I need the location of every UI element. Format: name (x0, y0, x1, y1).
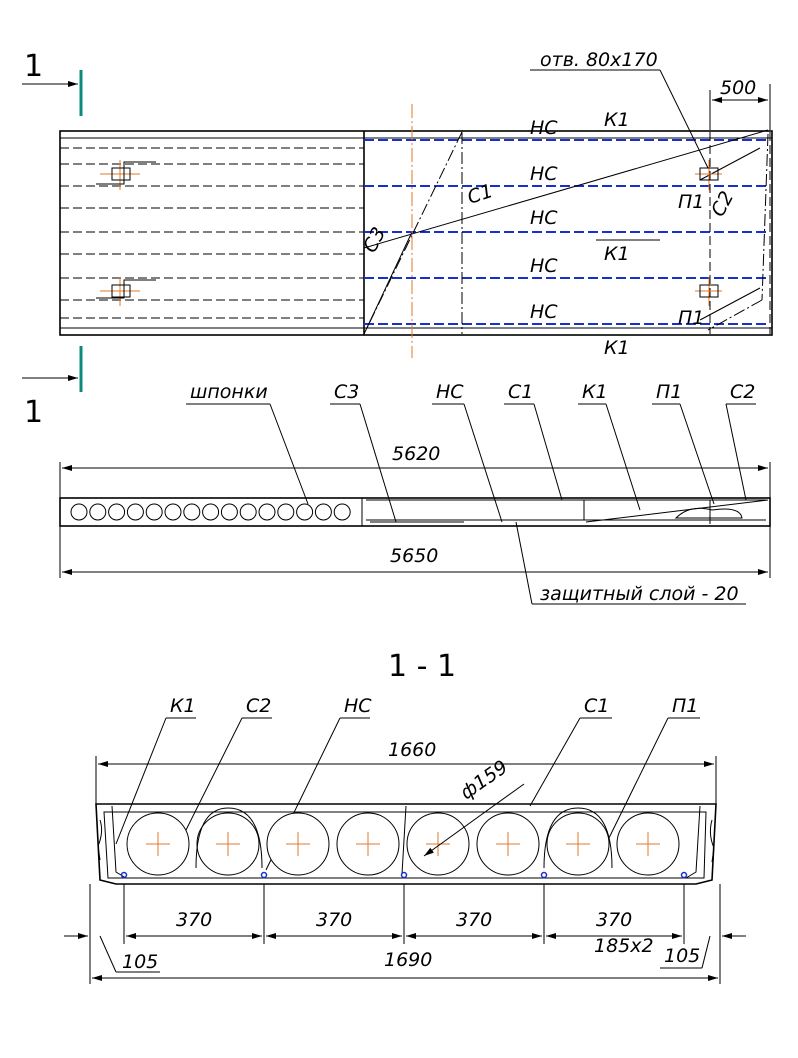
label-p1-2: П1 (678, 307, 704, 329)
spacing-2: 370 (316, 909, 352, 931)
callout-k1: К1 (582, 381, 608, 403)
section-hollow-8 (616, 812, 680, 876)
elevation-key-8 (202, 503, 220, 521)
section-mark-bottom: 1 (24, 395, 43, 430)
plan-lifting-loop-upper (96, 160, 156, 190)
plan-opening-lower (695, 277, 722, 306)
callout-nc: НС (436, 381, 464, 403)
elevation-keys (70, 503, 351, 521)
section-callout-c2: С2 (246, 695, 271, 717)
bar-nc-1 (120, 871, 128, 879)
section-hollows (126, 812, 680, 876)
elevation-key-14 (314, 503, 332, 521)
section-callout-k1: К1 (170, 695, 196, 717)
dim-5650-value: 5650 (390, 545, 438, 567)
section-mark-top: 1 (24, 49, 43, 84)
label-nc-2: НС (530, 163, 558, 185)
dim-500: 500 (709, 77, 771, 130)
spacing-4: 370 (596, 909, 632, 931)
plan-lifting-loop-lower (96, 277, 156, 306)
elevation-key-11 (258, 503, 276, 521)
dim-1690-value: 1690 (384, 949, 432, 971)
label-nc-1: НС (530, 117, 558, 139)
spacing-note: 185х2 (594, 935, 654, 957)
section-hollow-6 (476, 812, 540, 876)
edge-right: 105 (664, 945, 700, 967)
bar-nc-5 (680, 871, 688, 879)
dim-500-value: 500 (720, 77, 756, 99)
dim-1660: 1660 (95, 739, 717, 804)
callout-c1: С1 (508, 381, 533, 403)
section-hollow-4 (336, 812, 400, 876)
plan-bars-nc (364, 139, 770, 325)
slab-section-outline (95, 803, 717, 885)
dim-spacings: 370 370 370 370 (123, 884, 685, 944)
section-callout-nc: НС (344, 695, 372, 717)
bar-nc-4 (540, 871, 548, 879)
spacing-3: 370 (456, 909, 492, 931)
section-hollow-3 (266, 812, 330, 876)
section-hollow-5 (406, 812, 470, 876)
section-title: 1 - 1 (388, 649, 456, 684)
elevation-key-12 (277, 503, 295, 521)
callout-c2: С2 (730, 381, 755, 403)
label-k1-1: К1 (604, 109, 630, 131)
elevation-key-2 (89, 503, 107, 521)
dim-5650: 5650 (59, 526, 771, 578)
dim-5620-value: 5620 (392, 443, 440, 465)
section-callout-c1: С1 (584, 695, 609, 717)
bar-nc-3 (400, 871, 408, 879)
section-cut-top: 1 (22, 49, 83, 116)
dim-1660-value: 1660 (388, 739, 436, 761)
label-nc-4: НС (530, 255, 558, 277)
label-p1-1: П1 (678, 191, 704, 213)
label-nc-5: НС (530, 301, 558, 323)
label-nc-3: НС (530, 207, 558, 229)
plan-hollow-lines (60, 147, 364, 319)
elevation-key-3 (108, 503, 126, 521)
cover-note: защитный слой - 20 (540, 583, 739, 605)
section-hollow-1 (126, 812, 190, 876)
label-c2: С2 (707, 188, 738, 221)
elevation-key-1 (70, 503, 88, 521)
spacing-1: 370 (176, 909, 212, 931)
elevation-key-10 (239, 503, 257, 521)
edge-left: 105 (122, 951, 158, 973)
bar-nc-2 (260, 871, 268, 879)
callout-c3: С3 (334, 381, 359, 403)
label-k1-3: К1 (604, 337, 630, 359)
label-c1: С1 (465, 180, 496, 209)
elevation-key-13 (296, 503, 314, 521)
section-hollow-7 (546, 812, 610, 876)
elevation-key-7 (183, 503, 201, 521)
dim-1690: 1690 (92, 949, 718, 981)
plan-opening-upper (695, 160, 722, 190)
elevation-key-5 (145, 503, 163, 521)
callout-p1: П1 (656, 381, 682, 403)
callout-shponki: шпонки (190, 381, 268, 403)
section-view: 1 - 1 К1 С2 НС С1 П1 1660 (64, 649, 746, 984)
elevation-view: шпонки С3 НС С1 К1 П1 С2 5620 (59, 381, 771, 605)
diameter-label: ф159 (456, 756, 512, 804)
section-callout-p1: П1 (672, 695, 698, 717)
elevation-key-4 (126, 503, 144, 521)
section-hollow-2 (196, 812, 260, 876)
plan-view: 1 1 (22, 49, 773, 430)
slab-elevation-outline (59, 497, 771, 527)
dim-5620: 5620 (59, 443, 771, 498)
label-k1-2: К1 (604, 243, 630, 265)
opening-label: отв. 80х170 (540, 49, 658, 71)
elevation-key-6 (164, 503, 182, 521)
elevation-key-9 (220, 503, 238, 521)
plan-mesh (363, 129, 771, 335)
slab-plan-outline (59, 130, 773, 336)
elevation-key-15 (333, 503, 351, 521)
section-cut-bottom: 1 (22, 346, 83, 430)
